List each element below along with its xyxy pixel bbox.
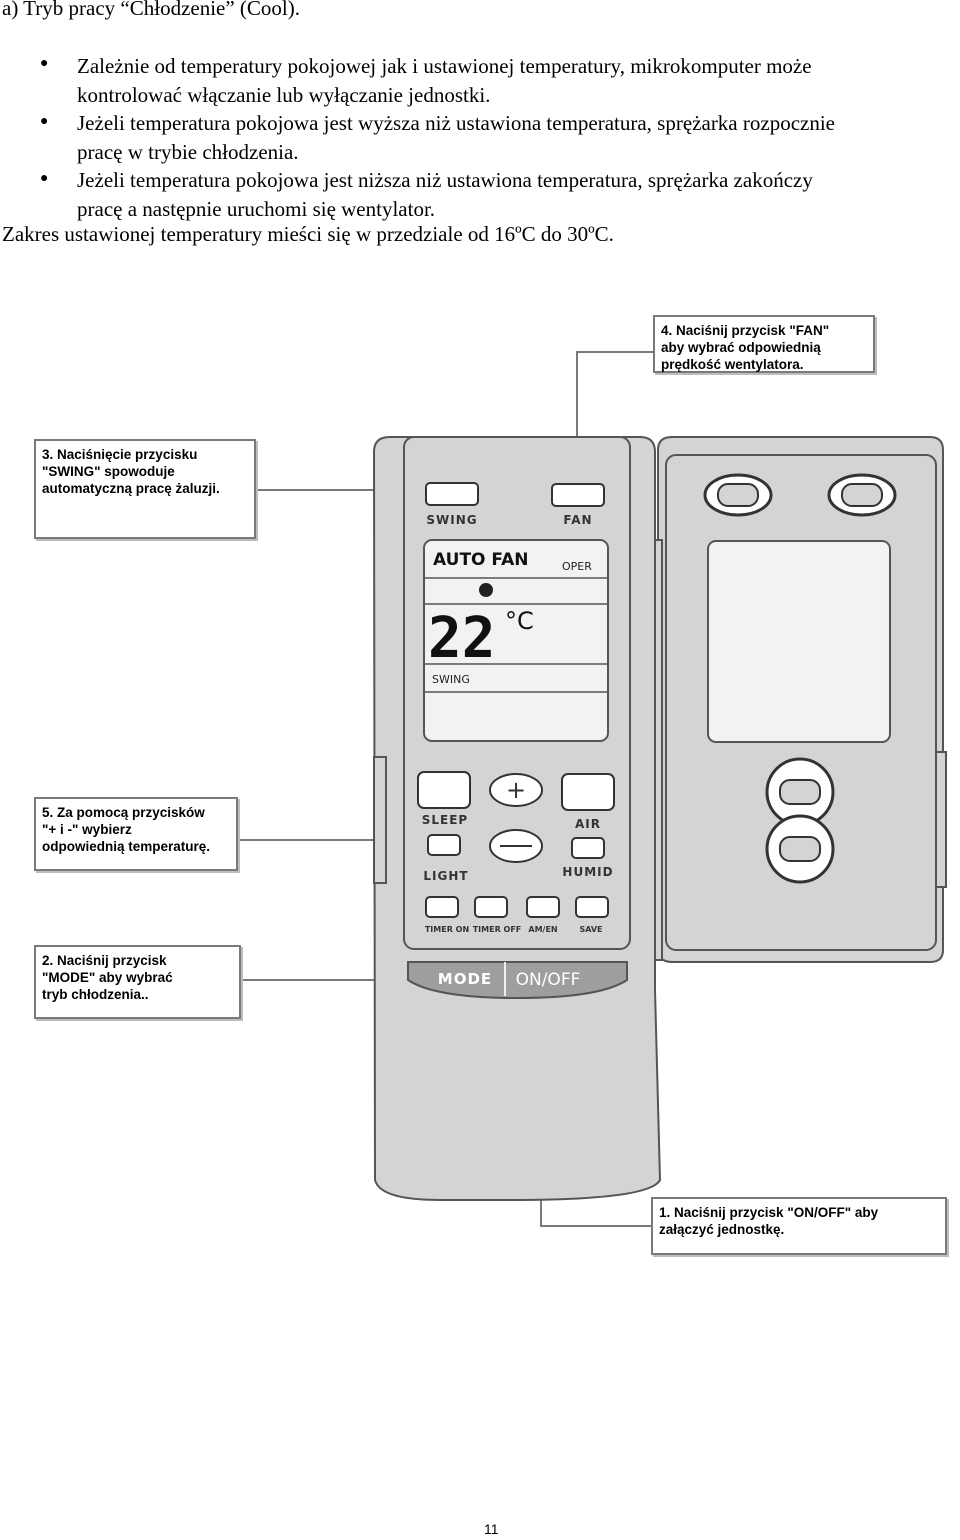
callout-onoff-text: 1. Naciśnij przycisk "ON/OFF" aby załącz… — [659, 1205, 879, 1237]
callout-fan: 4. Naciśnij przycisk "FAN" aby wybrać od… — [653, 315, 875, 373]
callout-swing: 3. Naciśnięcie przycisku "SWING" spowodu… — [34, 439, 256, 539]
bullet-1-line-2: kontrolować włączanie lub wyłączanie jed… — [77, 83, 491, 107]
save-label: SAVE — [579, 925, 602, 934]
callout-onoff: 1. Naciśnij przycisk "ON/OFF" aby załącz… — [651, 1197, 947, 1255]
remote-cover — [647, 436, 947, 963]
page-number: 11 — [484, 1521, 499, 1537]
humid-button-label: HUMID — [562, 865, 613, 879]
remote-body: + — [372, 436, 662, 1201]
display-swing-text: SWING — [432, 673, 470, 686]
display-unit: °C — [505, 607, 534, 635]
display-oper-text: OPER — [562, 560, 592, 573]
bullet-2-line-1: Jeżeli temperatura pokojowa jest wyższa … — [77, 111, 835, 135]
display-mode-text: AUTO FAN — [433, 550, 528, 570]
am-en-label: AM/EN — [528, 925, 557, 934]
fan-button-label: FAN — [563, 513, 592, 527]
bullet-3-line-1: Jeżeli temperatura pokojowa jest niższa … — [77, 168, 813, 192]
sleep-button-label: SLEEP — [422, 813, 468, 827]
bullet-2-line-2: pracę w trybie chłodzenia. — [77, 140, 299, 164]
bullet-1-line-1: Zależnie od temperatury pokojowej jak i … — [77, 54, 812, 78]
timer-off-label: TIMER OFF — [473, 925, 522, 934]
bullet-dot: ● — [40, 114, 49, 129]
air-button-label: AIR — [575, 817, 601, 831]
callout-temperature: 5. Za pomocą przycisków "+ i -" wybierz … — [34, 797, 238, 871]
timer-on-label: TIMER ON — [425, 925, 469, 934]
mode-button-label: MODE — [438, 970, 492, 988]
callout-mode-text: 2. Naciśnij przycisk "MODE" aby wybrać t… — [42, 953, 173, 1002]
display-temperature: 22 — [428, 606, 495, 671]
swing-button-label: SWING — [426, 513, 477, 527]
callout-mode: 2. Naciśnij przycisk "MODE" aby wybrać t… — [34, 945, 241, 1019]
temperature-range-text: Zakres ustawionej temperatury mieści się… — [2, 222, 614, 246]
bullet-3-line-2: pracę a następnie uruchomi się wentylato… — [77, 197, 436, 221]
callout-fan-text: 4. Naciśnij przycisk "FAN" aby wybrać od… — [661, 323, 830, 372]
bullet-dot: ● — [40, 56, 49, 71]
onoff-button-label: ON/OFF — [516, 970, 581, 990]
svg-text:+: + — [506, 776, 526, 804]
section-heading: a) Tryb pracy “Chłodzenie” (Cool). — [2, 0, 301, 20]
callout-temperature-text: 5. Za pomocą przycisków "+ i -" wybierz … — [42, 805, 211, 854]
light-button-label: LIGHT — [423, 869, 468, 883]
callout-swing-text: 3. Naciśnięcie przycisku "SWING" spowodu… — [42, 447, 220, 496]
bullet-dot: ● — [40, 171, 49, 186]
